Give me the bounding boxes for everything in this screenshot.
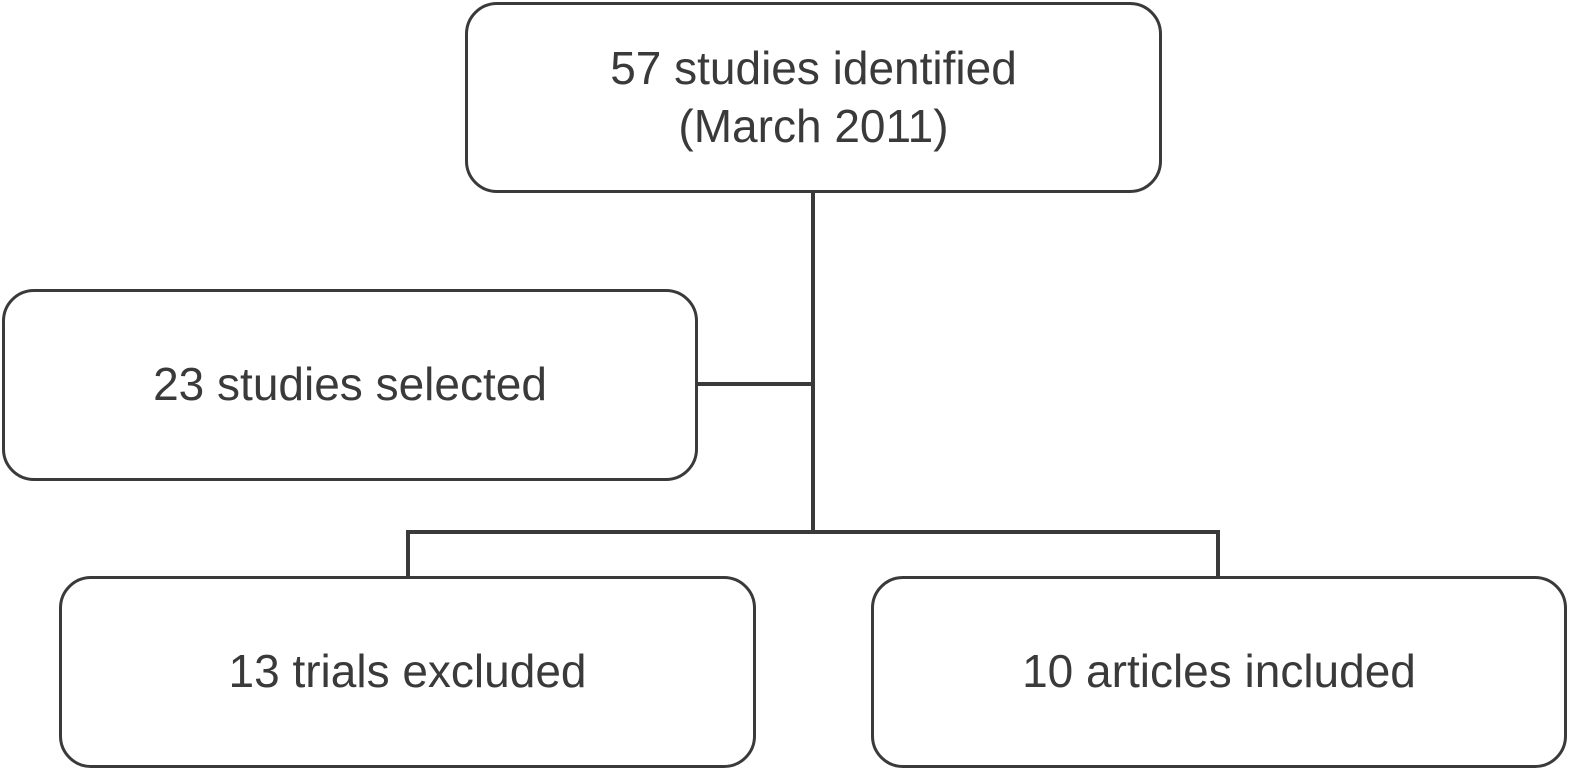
studies-selected-box: 23 studies selected bbox=[2, 289, 698, 481]
studies-identified-box: 57 studies identified (March 2011) bbox=[465, 2, 1162, 193]
studies-identified-label: 57 studies identified bbox=[610, 42, 1017, 94]
studies-identified-date: (March 2011) bbox=[678, 99, 949, 152]
studies-selected-label: 23 studies selected bbox=[153, 358, 547, 411]
trials-excluded-box: 13 trials excluded bbox=[59, 576, 756, 768]
articles-included-label: 10 articles included bbox=[1022, 645, 1416, 698]
trials-excluded-label: 13 trials excluded bbox=[228, 645, 587, 698]
articles-included-box: 10 articles included bbox=[871, 576, 1567, 768]
